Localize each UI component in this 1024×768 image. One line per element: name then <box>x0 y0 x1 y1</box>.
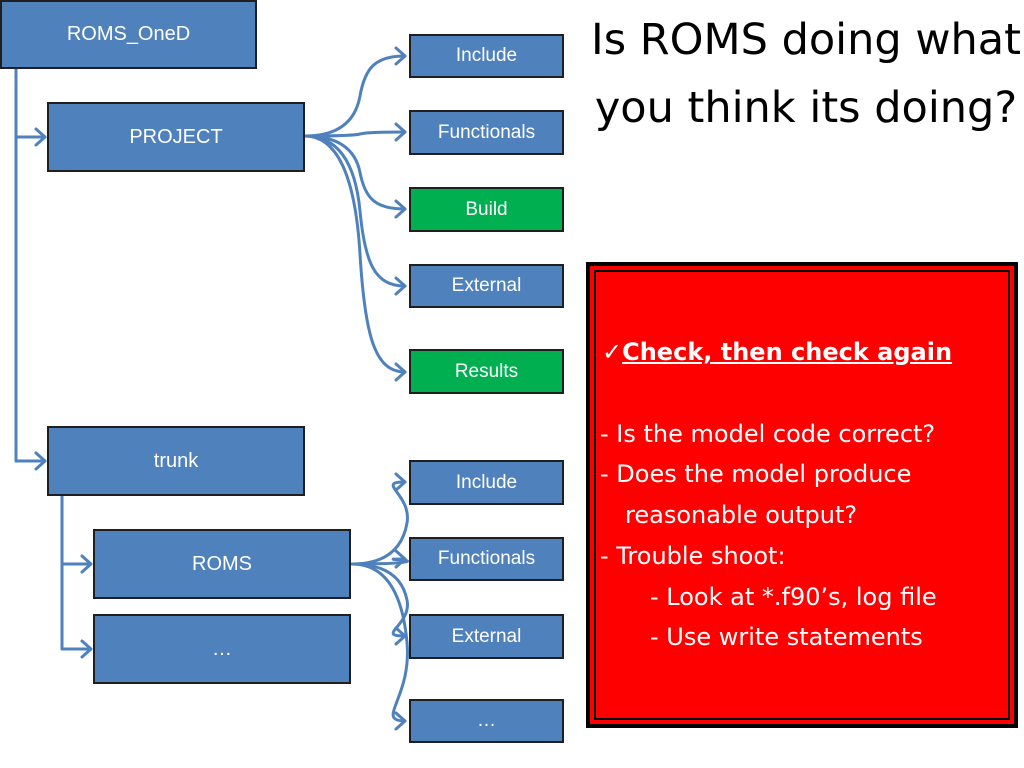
checklist-line: - Is the model code correct? <box>600 420 936 448</box>
box-project-functionals: Functionals <box>409 110 564 155</box>
slide-title: Is ROMS doing what you think its doing? <box>591 15 1021 133</box>
connector-arrowhead <box>394 472 407 492</box>
box-roms-include: Include <box>409 460 564 505</box>
box-roms-external: External <box>409 614 564 659</box>
box-project-results: Results <box>409 349 564 394</box>
connector-project-2 <box>303 134 407 211</box>
connector-arrowhead <box>34 127 47 147</box>
checklist-heading-label: Check, then check again <box>622 338 953 366</box>
checklist-line: - Look at *.f90’s, log file <box>650 583 937 611</box>
connector-arrowhead <box>394 122 407 142</box>
connector-project-0 <box>303 54 407 138</box>
box-roms: ROMS <box>93 529 351 599</box>
connector-arrowhead <box>394 711 407 731</box>
connector-roms-2 <box>350 562 409 638</box>
checklist-heading: ✓Check, then check again <box>602 338 952 366</box>
box-roms-functionals: Functionals <box>409 537 564 581</box>
connector-arrowhead <box>80 554 93 574</box>
box-project-build: Build <box>409 187 564 232</box>
box-roms-ellipsis: … <box>409 699 564 743</box>
connector-roms-0 <box>350 480 409 566</box>
box-trunk: trunk <box>47 426 305 496</box>
connector-arrowhead <box>394 199 407 219</box>
connector-arrowhead <box>394 276 407 296</box>
connector-project-4 <box>303 134 407 374</box>
checklist-line: reasonable output? <box>625 501 858 529</box>
checklist-line: - Does the model produce <box>600 460 912 488</box>
checklist-line: - Use write statements <box>650 623 923 651</box>
box-project-include: Include <box>409 34 564 78</box>
box-roms-oned: ROMS_OneD <box>0 0 257 69</box>
connector-roms-1 <box>350 557 409 566</box>
connector-arrowhead <box>394 46 407 66</box>
box-trunk-ellipsis: … <box>93 614 351 684</box>
connector-project-3 <box>303 134 407 288</box>
checkmark-icon: ✓ <box>602 338 623 366</box>
connector-arrowhead <box>80 639 93 659</box>
box-project-external: External <box>409 264 564 308</box>
connector-roms-3 <box>350 562 409 723</box>
box-project: PROJECT <box>47 102 305 172</box>
checklist-line: - Trouble shoot: <box>600 542 786 570</box>
checklist-panel: ✓Check, then check again - Is the model … <box>586 262 1018 728</box>
connector-arrowhead <box>34 451 47 471</box>
connector-arrowhead <box>394 362 407 382</box>
connector-project-1 <box>303 130 407 138</box>
connector-arrowhead <box>394 549 407 569</box>
